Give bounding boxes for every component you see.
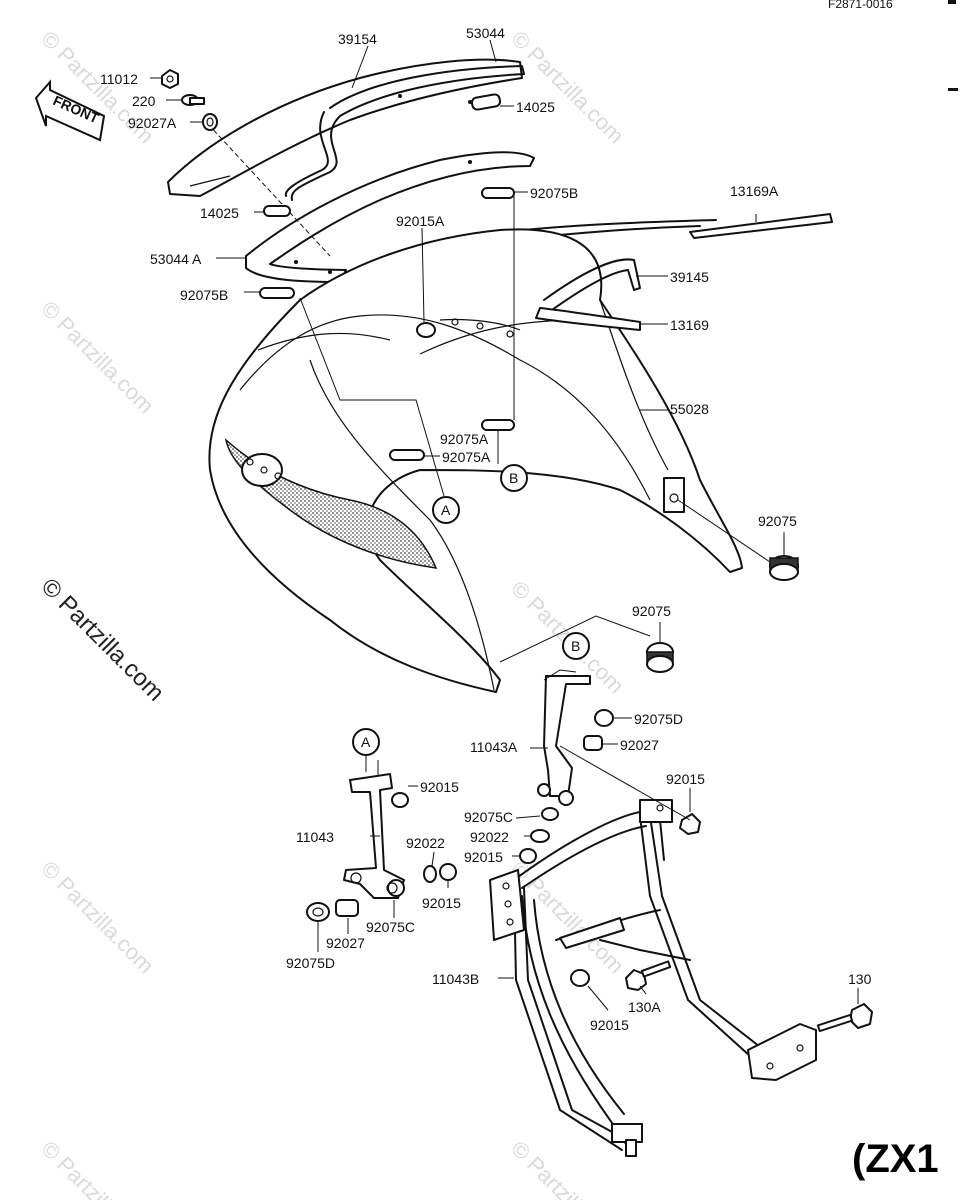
part-label: 39154 [338, 31, 377, 47]
callout-letter: B [571, 638, 580, 654]
part-label: 39145 [670, 269, 709, 285]
nut-11012-part [161, 69, 179, 89]
bracket-11043a-part [537, 675, 591, 806]
pad-92075b-part [259, 287, 295, 299]
diagram-code: F2871-0016 [828, 0, 893, 11]
fairing-stay-frame-part [489, 799, 765, 1157]
part-label: 92015 [666, 771, 705, 787]
washer-part [530, 829, 550, 843]
part-label: 92015A [396, 213, 445, 229]
watermark: © Partzilla.com [506, 1136, 629, 1200]
part-label: 92022 [470, 829, 509, 845]
screw-220-part [181, 94, 205, 106]
callout-b-lower: B [562, 632, 590, 660]
sleeve-92027-part [583, 735, 603, 751]
fairing-body-part [208, 228, 743, 693]
part-label: 130A [628, 999, 661, 1015]
grommet-part [416, 322, 436, 338]
part-label: 11043A [470, 739, 518, 755]
part-label: 220 [132, 93, 156, 109]
part-label: 14025 [200, 205, 239, 221]
part-label: 92075C [366, 919, 415, 935]
grommet-part [519, 848, 537, 864]
leader-lines [150, 39, 859, 1011]
watermark-prominent: © Partzilla.com [36, 573, 169, 706]
part-label: 53044 A [150, 251, 202, 267]
part-label: 92022 [406, 835, 445, 851]
model-label: (ZX1 [852, 1137, 939, 1181]
grommet-92075-part [646, 642, 674, 673]
part-labels: 39154 53044 11012 220 92027A 14025 14025… [100, 25, 872, 1033]
collar-92075c-part [386, 882, 398, 894]
bolt-130a-part [625, 960, 672, 991]
part-label: 92075 [758, 513, 797, 529]
part-label: 92075A [442, 449, 491, 465]
part-label: 92075 [632, 603, 671, 619]
callout-letter: A [441, 502, 451, 518]
rubber-pad-part [263, 205, 291, 217]
mount-plate-part [747, 1023, 817, 1081]
part-label: 92015 [420, 779, 459, 795]
callout-letter: B [509, 470, 518, 486]
collar-92075d-part [306, 902, 330, 922]
sleeve-92027-part [335, 899, 359, 917]
part-label: 92075A [440, 431, 489, 447]
grommet-92075-part [769, 555, 799, 581]
callout-letter: A [361, 734, 371, 750]
part-label: 13169A [730, 183, 779, 199]
part-label: 92027A [128, 115, 177, 131]
callout-a-upper: A [432, 496, 460, 524]
part-label: 92027 [326, 935, 365, 951]
bolt-130-part [816, 1003, 873, 1033]
windscreen-trim-part [284, 65, 525, 201]
part-label: 13169 [670, 317, 709, 333]
part-label: 92075D [634, 711, 683, 727]
part-label: 130 [848, 971, 872, 987]
part-label: 92075C [464, 809, 513, 825]
part-label: 92015 [464, 849, 503, 865]
part-label: 14025 [516, 99, 555, 115]
callout-b-upper: B [500, 464, 528, 492]
grommet-92015-part [679, 813, 701, 835]
rubber-pad-part [470, 93, 502, 111]
watermark: © Partzilla.com [36, 296, 159, 419]
collar-92075c-part [541, 807, 559, 821]
part-label: 11043B [432, 971, 479, 987]
part-label: 92075B [530, 185, 578, 201]
part-label: 53044 [466, 25, 505, 41]
part-label: 55028 [670, 401, 709, 417]
watermark: © Partzilla.com [36, 856, 159, 979]
watermark: © Partzilla.com [506, 26, 629, 149]
part-label: 92075B [180, 287, 228, 303]
stay-bracket-part [535, 258, 641, 331]
part-label: 92015 [590, 1017, 629, 1033]
grommet-part [391, 792, 409, 808]
windscreen-part [167, 58, 523, 257]
collar-92075d-part [594, 709, 614, 727]
corner-mark [948, 0, 956, 4]
group-separator [499, 615, 651, 663]
callout-a-lower: A [352, 728, 380, 756]
grommet-part [439, 863, 457, 881]
part-label: 92015 [422, 895, 461, 911]
pad-92075b-part [481, 187, 515, 199]
mount-boss [663, 477, 685, 513]
washer-part [423, 865, 437, 883]
corner-mark [948, 88, 958, 91]
pad-92075a-part [389, 449, 425, 461]
part-label: 92075D [286, 955, 335, 971]
grommet-92027a-part [202, 113, 218, 131]
watermark: © Partzilla.com [36, 1136, 159, 1200]
cowl-frame-part [245, 151, 535, 283]
part-label: 11012 [100, 71, 138, 87]
grommet-part [570, 969, 590, 987]
part-label: 11043 [296, 829, 334, 845]
part-label: 92027 [620, 737, 659, 753]
pad-92075a-part [481, 419, 515, 431]
